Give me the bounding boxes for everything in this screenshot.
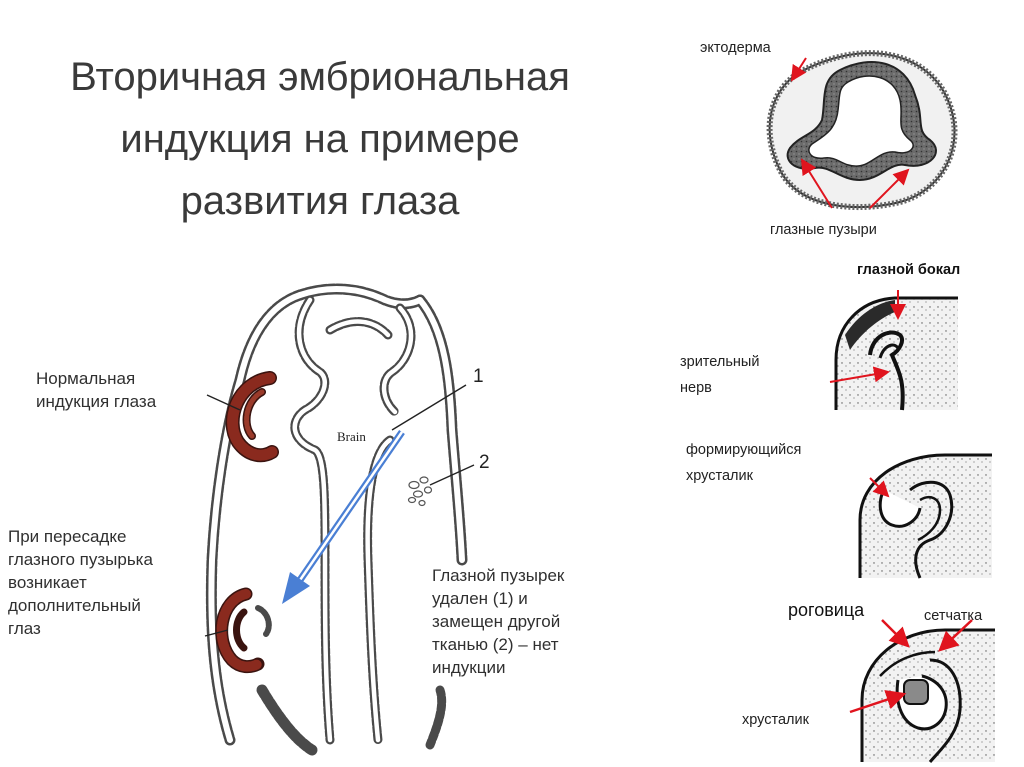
leader-lines — [204, 384, 475, 637]
page-title: Вторичная эмбриональная индукция на прим… — [20, 46, 620, 232]
brain-label: Brain — [337, 429, 366, 444]
neural-tube-walls-inner — [208, 285, 465, 743]
normal-induction-label: Нормальная индукция глаза — [36, 369, 157, 411]
ectoderm-label: эктодерма — [700, 40, 771, 56]
stage-mature-eye — [849, 619, 995, 763]
replacement-tissue — [407, 476, 433, 507]
stage-optic-cup — [829, 290, 958, 411]
stage-forming-lens — [858, 453, 992, 579]
title-line-2: индукция на примере — [120, 117, 520, 161]
normal-eye — [225, 371, 279, 463]
marker-1: 1 — [473, 366, 484, 387]
forming-lens-label: формирующийся хрусталик — [686, 442, 802, 484]
title-line-1: Вторичная эмбриональная — [70, 55, 570, 99]
optic-cup-label: глазной бокал — [857, 262, 961, 278]
transplant-arrow — [282, 430, 405, 604]
marker-2: 2 — [479, 452, 490, 473]
lens-label: хрусталик — [742, 712, 809, 728]
stage-optic-vesicles — [766, 50, 958, 211]
cornea-label: роговица — [788, 600, 865, 620]
retina-label: сетчатка — [924, 608, 983, 624]
title-line-3: развития глаза — [180, 179, 460, 223]
optic-vesicles-label: глазные пузыри — [770, 222, 877, 238]
removed-vesicle-label: Глазной пузырек удален (1) и замещен дру… — [432, 566, 565, 677]
transplanted-eye — [215, 587, 272, 674]
optic-nerve-label: зрительный нерв — [680, 354, 760, 396]
transplant-label: При пересадке глазного пузырька возникае… — [8, 527, 153, 638]
